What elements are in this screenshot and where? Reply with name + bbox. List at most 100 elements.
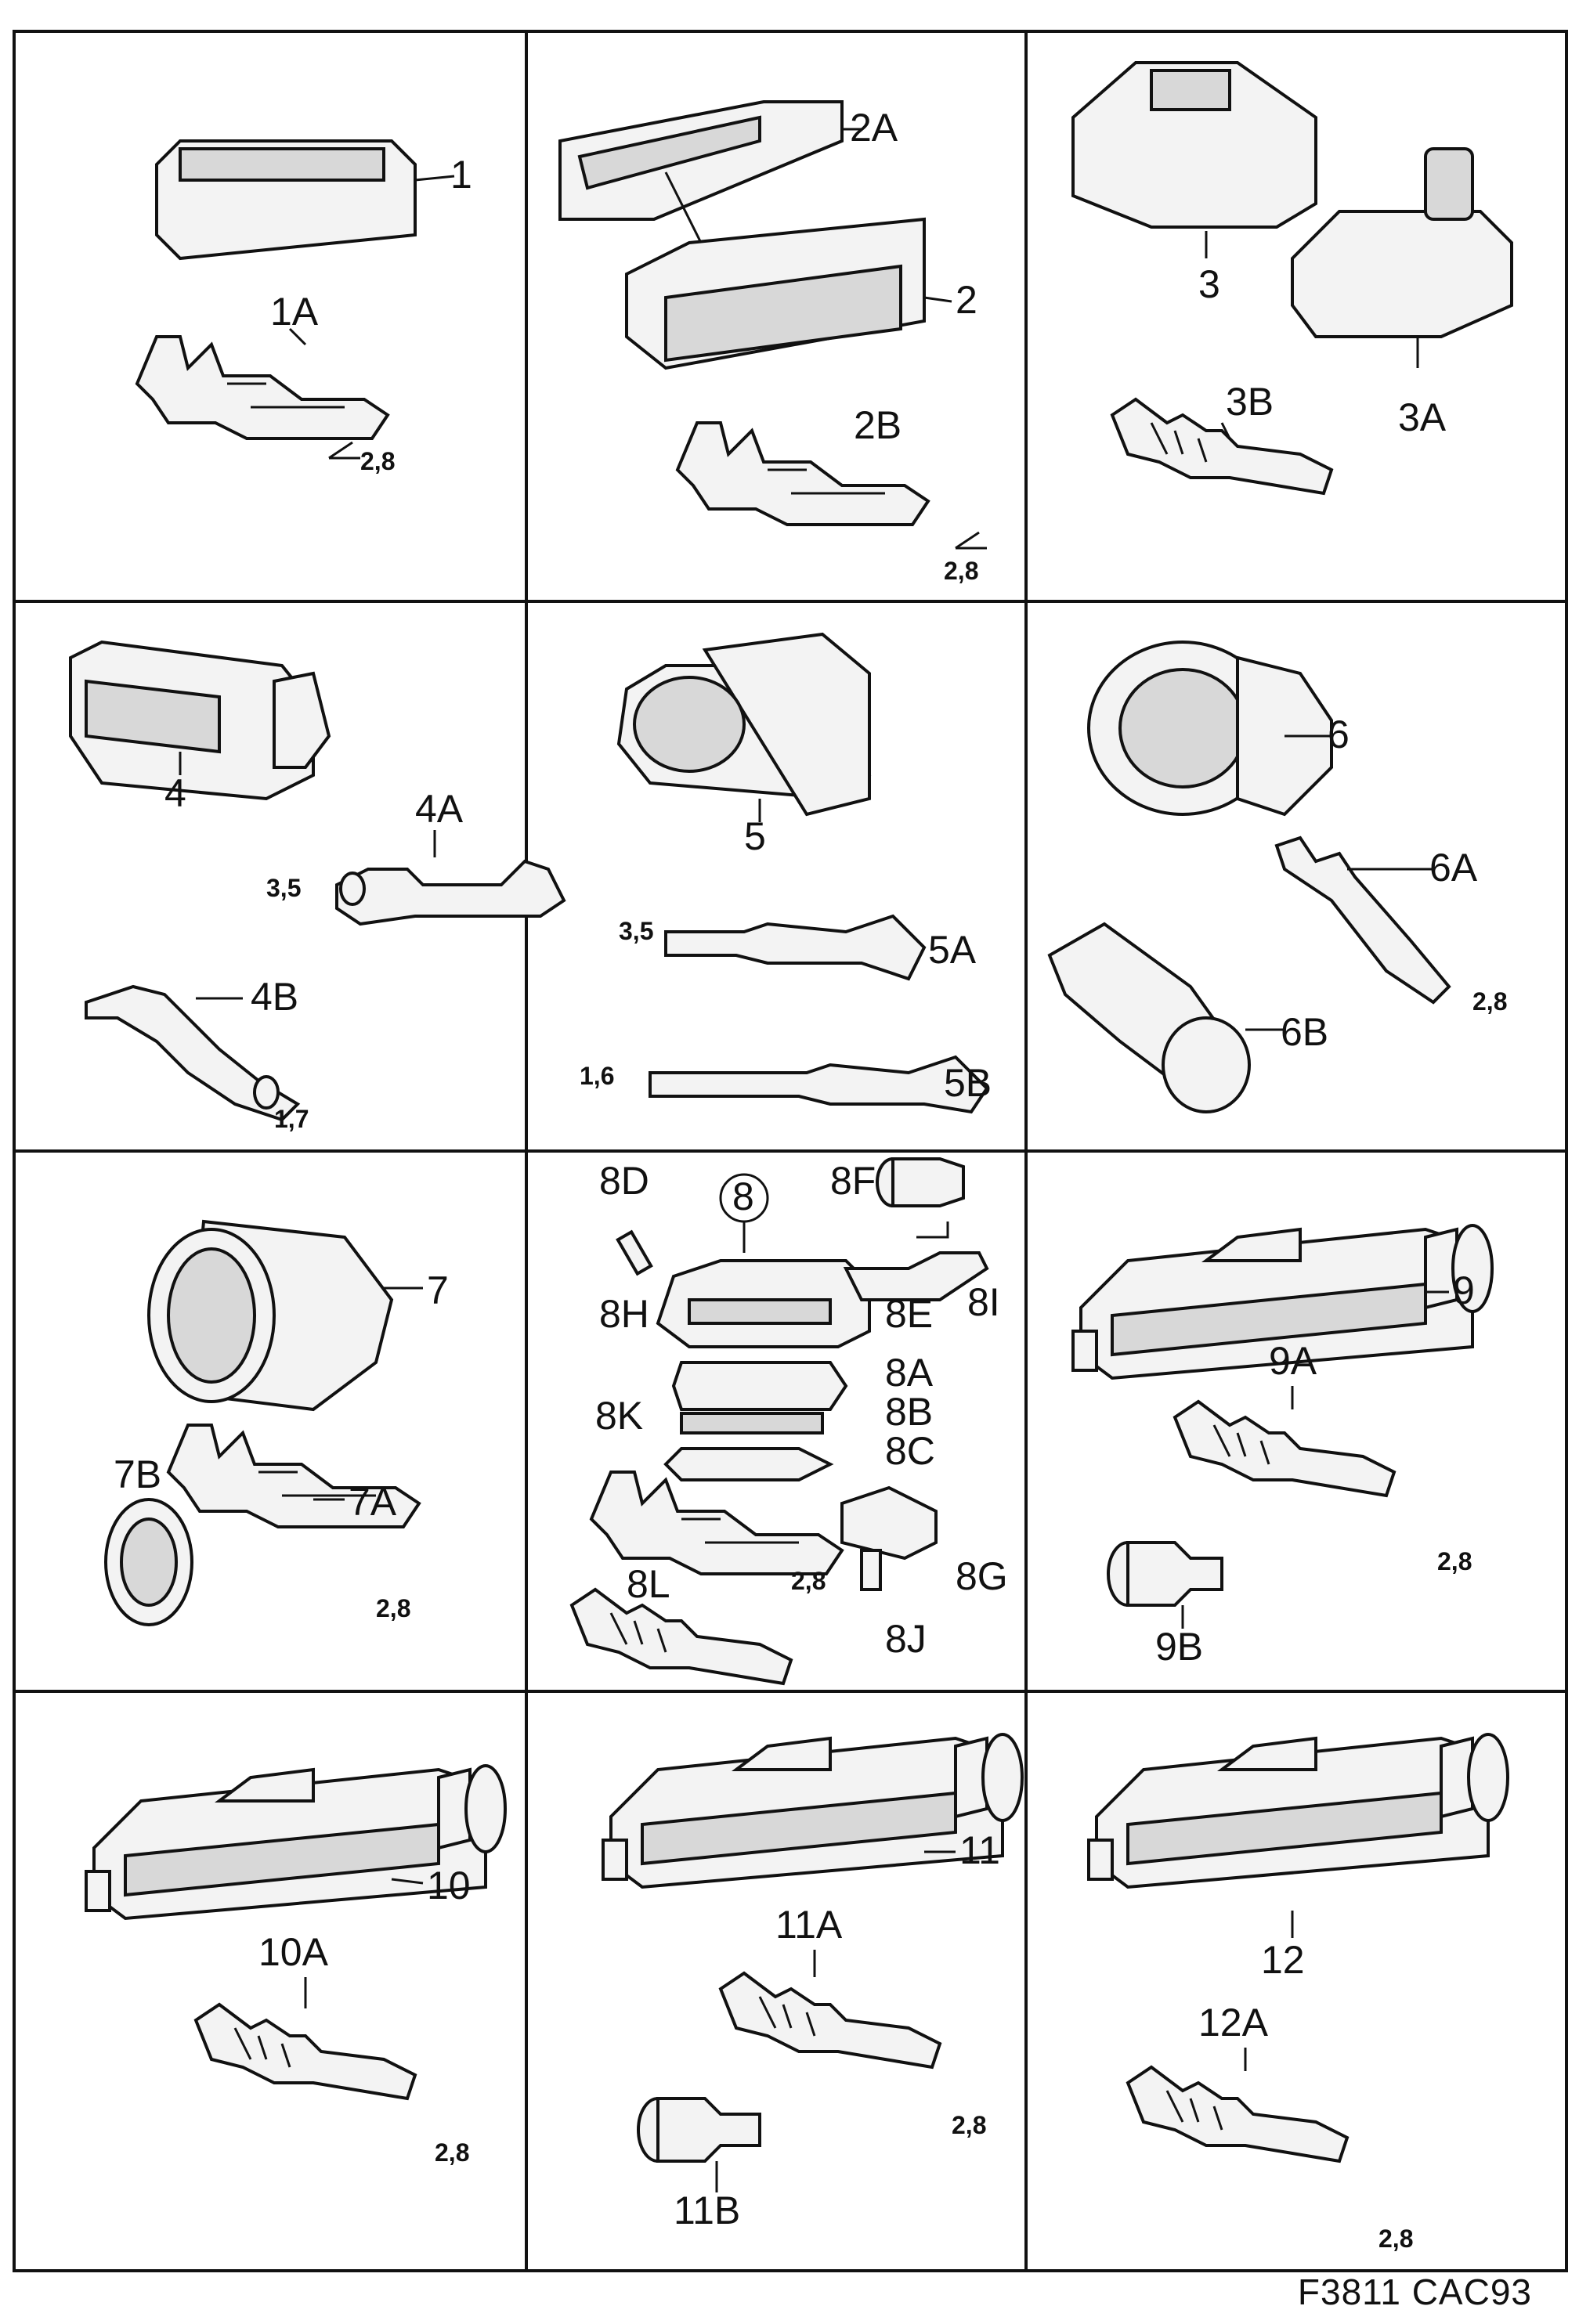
- terminal-12a: [1126, 2066, 1349, 2163]
- plug-11b: [637, 2097, 761, 2163]
- dim-2-8: 2,8: [944, 557, 978, 585]
- label-11: 11: [959, 1828, 1000, 1872]
- label-8g: 8G: [956, 1554, 1008, 1598]
- connector-3a: [1291, 147, 1513, 368]
- label-4a: 4A: [415, 787, 464, 831]
- terminal-8l: [570, 1588, 793, 1685]
- label-9: 9: [1453, 1268, 1475, 1312]
- label-8f: 8F: [830, 1159, 876, 1203]
- dim-2-8: 2,8: [952, 2111, 986, 2139]
- dim-3-5: 3,5: [619, 917, 653, 945]
- label-3: 3: [1198, 262, 1220, 306]
- label-4: 4: [164, 771, 186, 815]
- label-5: 5: [744, 814, 766, 858]
- housing-8e: [656, 1259, 871, 1348]
- panel-1: 1 1A 2,8: [135, 139, 472, 475]
- round-connector-7: [147, 1219, 423, 1412]
- terminal-4a: [335, 859, 566, 926]
- terminal-5a: [664, 914, 927, 981]
- label-2b: 2B: [854, 403, 902, 447]
- terminal-8k: [590, 1471, 844, 1575]
- label-7b: 7B: [114, 1452, 161, 1496]
- label-6a: 6A: [1429, 846, 1478, 890]
- dim-2-8: 2,8: [1378, 2225, 1413, 2253]
- connector-housing-3: [1071, 61, 1317, 258]
- terminal-6a: [1274, 835, 1451, 1005]
- screw-8d: [616, 1229, 653, 1276]
- terminal-11a: [719, 1972, 941, 2069]
- label-10a: 10A: [258, 1930, 329, 1974]
- panel-3: 3 3A 3B: [1071, 61, 1513, 495]
- label-8a: 8A: [885, 1351, 934, 1395]
- label-9a: 9A: [1269, 1339, 1317, 1383]
- seal-7b: [104, 1498, 193, 1626]
- label-3b: 3B: [1226, 380, 1274, 424]
- panel-6: 6 6A 2,8 6B: [1047, 641, 1507, 1113]
- connector-housing-5: [616, 632, 872, 822]
- clip-8g: [840, 1485, 938, 1561]
- panel-7: 7 7B 7A 2,8: [104, 1219, 449, 1626]
- dim-2-8: 2,8: [1472, 987, 1507, 1016]
- connector-housing-2: [625, 217, 952, 370]
- insert-8a: [671, 1361, 848, 1411]
- panel-10: 10 10A 2,8: [85, 1764, 507, 2167]
- label-10: 10: [427, 1864, 471, 1907]
- label-8h: 8H: [599, 1292, 649, 1336]
- label-11b: 11B: [674, 2189, 740, 2232]
- panel-2: 2A 2 2B 2,8: [558, 100, 988, 585]
- figure-id: F3811 CAC93: [1297, 2272, 1532, 2312]
- dim-arrow: [954, 531, 988, 550]
- label-6b: 6B: [1281, 1010, 1328, 1054]
- panel-grid: [13, 30, 1568, 2272]
- cover-2a: [558, 100, 862, 221]
- panel-8: 8 8D 8F 8H 8E 8I 8A 8B 8C 8K 8G 2,8 8L 8…: [570, 1157, 1008, 1685]
- label-8e: 8E: [885, 1292, 933, 1336]
- dim-1-6: 1,6: [580, 1062, 614, 1090]
- boot-6b: [1047, 922, 1251, 1113]
- terminal-5b: [649, 1055, 989, 1114]
- label-2a: 2A: [850, 106, 898, 150]
- dim-3-5: 3,5: [266, 874, 301, 902]
- label-5b: 5B: [944, 1061, 992, 1105]
- label-8l: 8L: [627, 1562, 670, 1606]
- terminal-1a: [135, 335, 389, 440]
- label-8: 8: [732, 1175, 754, 1218]
- screw-8j: [860, 1549, 882, 1591]
- dim-2-8: 2,8: [360, 447, 395, 475]
- terminal-9a: [1173, 1400, 1396, 1497]
- label-8k: 8K: [595, 1394, 643, 1438]
- label-4b: 4B: [251, 975, 298, 1019]
- connector-housing-4: [69, 640, 331, 801]
- label-9b: 9B: [1155, 1625, 1203, 1669]
- label-1a: 1A: [270, 290, 319, 334]
- dim-1-7: 1,7: [274, 1105, 309, 1133]
- label-6: 6: [1328, 713, 1350, 756]
- dim-2-8: 2,8: [791, 1567, 826, 1595]
- label-7: 7: [427, 1268, 449, 1312]
- label-8b: 8B: [885, 1390, 933, 1434]
- plug-8f: [876, 1157, 965, 1207]
- label-2: 2: [956, 278, 977, 322]
- label-5a: 5A: [928, 928, 977, 972]
- round-connector-6: [1087, 641, 1333, 817]
- terminal-10a: [194, 2003, 417, 2100]
- label-7a: 7A: [349, 1480, 397, 1524]
- terminal-4b: [85, 984, 301, 1122]
- dim-2-8: 2,8: [376, 1594, 410, 1622]
- panel-4: 4 4A 3,5 4B 1,7: [69, 640, 566, 1133]
- panel-12: 12 12A 2,8: [1087, 1733, 1509, 2253]
- seal-8b: [680, 1412, 824, 1434]
- label-1: 1: [450, 153, 472, 197]
- label-8d: 8D: [599, 1159, 649, 1203]
- label-8i: 8I: [967, 1280, 1000, 1324]
- cable-8i: [843, 1222, 989, 1301]
- panel-5: 5 3,5 5A 1,6 5B: [580, 632, 992, 1114]
- plug-9b: [1107, 1541, 1223, 1607]
- terminal-3b: [1111, 398, 1333, 495]
- label-11a: 11A: [775, 1903, 843, 1947]
- panel-11: 11 11A 2,8 11B: [602, 1733, 1024, 2232]
- label-8j: 8J: [885, 1617, 927, 1661]
- gasket-8c: [663, 1447, 834, 1481]
- dim-arrow: [327, 441, 362, 460]
